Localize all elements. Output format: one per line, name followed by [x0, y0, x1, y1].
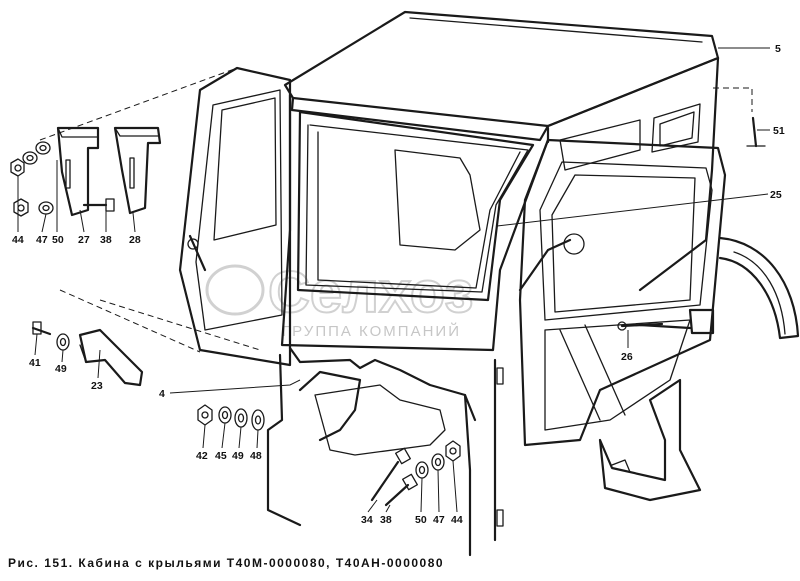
callout-42: 42 — [196, 450, 208, 462]
callout-4: 4 — [159, 388, 165, 400]
callout-48: 48 — [250, 450, 262, 462]
callout-45: 45 — [215, 450, 227, 462]
watermark-brand: Селхоз — [268, 260, 473, 325]
watermark: Селхоз ГРУППА КОМПАНИЙ — [205, 259, 474, 340]
callout-38: 38 — [100, 234, 112, 246]
callout-51: 51 — [773, 125, 785, 137]
front-lower-panel — [266, 346, 504, 557]
parts-lower-fasteners — [370, 440, 461, 507]
callout-50b: 50 — [415, 514, 427, 526]
callout-50: 50 — [52, 234, 64, 246]
callout-47: 47 — [36, 234, 48, 246]
callout-47b: 47 — [433, 514, 445, 526]
callout-49b: 49 — [232, 450, 244, 462]
callout-49: 49 — [55, 363, 67, 375]
callout-26: 26 — [621, 351, 633, 363]
callout-labels: 5 51 25 26 4 44 47 50 27 38 28 41 49 23 … — [12, 43, 785, 526]
callout-23: 23 — [91, 380, 103, 392]
left-door — [178, 66, 292, 367]
callout-38b: 38 — [380, 514, 392, 526]
figure-caption: Рис. 151. Кабина с крыльями Т40М-0000080… — [8, 556, 445, 570]
parts-left — [10, 67, 261, 353]
callout-34: 34 — [361, 514, 373, 526]
parts-front-fasteners — [197, 404, 265, 431]
callout-44b: 44 — [451, 514, 463, 526]
part-rod-26 — [617, 321, 664, 331]
callout-27: 27 — [78, 234, 90, 246]
right-lower-support — [598, 378, 702, 502]
right-door — [518, 138, 727, 447]
cab-roof — [283, 10, 720, 142]
part-bolt-51 — [713, 87, 766, 148]
parts-bracket-23 — [31, 321, 144, 387]
callout-28: 28 — [129, 234, 141, 246]
callout-41: 41 — [29, 357, 41, 369]
callout-25: 25 — [770, 189, 782, 201]
fender — [718, 236, 800, 340]
cab-side-panel — [546, 56, 720, 292]
watermark-tagline: ГРУППА КОМПАНИЙ — [282, 322, 461, 340]
leader-lines — [17, 47, 770, 513]
cab-front-frame — [280, 93, 550, 352]
callout-44: 44 — [12, 234, 24, 246]
callout-5: 5 — [775, 43, 781, 55]
